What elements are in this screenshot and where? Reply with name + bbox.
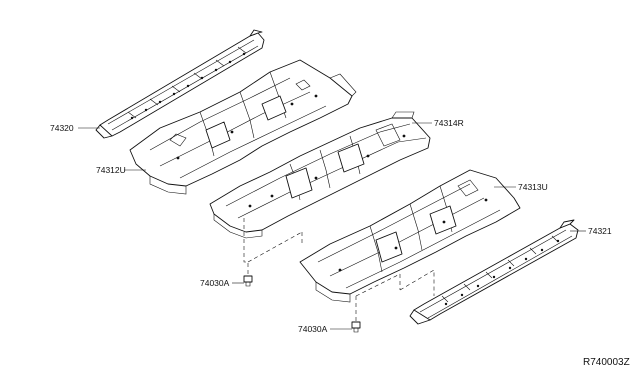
center-floor-tunnel [209, 111, 431, 239]
locator-lines [243, 218, 435, 322]
side-sill-rail-right [409, 219, 579, 325]
front-floor-panel-right [299, 169, 521, 303]
label-74314R: 74314R [434, 118, 464, 128]
label-74030A-bottom: 74030A [298, 324, 328, 334]
label-74320: 74320 [50, 123, 74, 133]
drain-plug-bottom [351, 321, 361, 333]
label-74321: 74321 [588, 226, 612, 236]
front-floor-panel-left [129, 59, 357, 195]
label-74030A-left: 74030A [200, 278, 230, 288]
leader-lines [78, 122, 586, 330]
label-74312U: 74312U [96, 165, 126, 175]
diagram-code: R740003Z [583, 357, 630, 368]
label-74313U: 74313U [518, 182, 548, 192]
drain-plug-left [243, 275, 253, 287]
side-sill-rail-left [95, 29, 265, 139]
